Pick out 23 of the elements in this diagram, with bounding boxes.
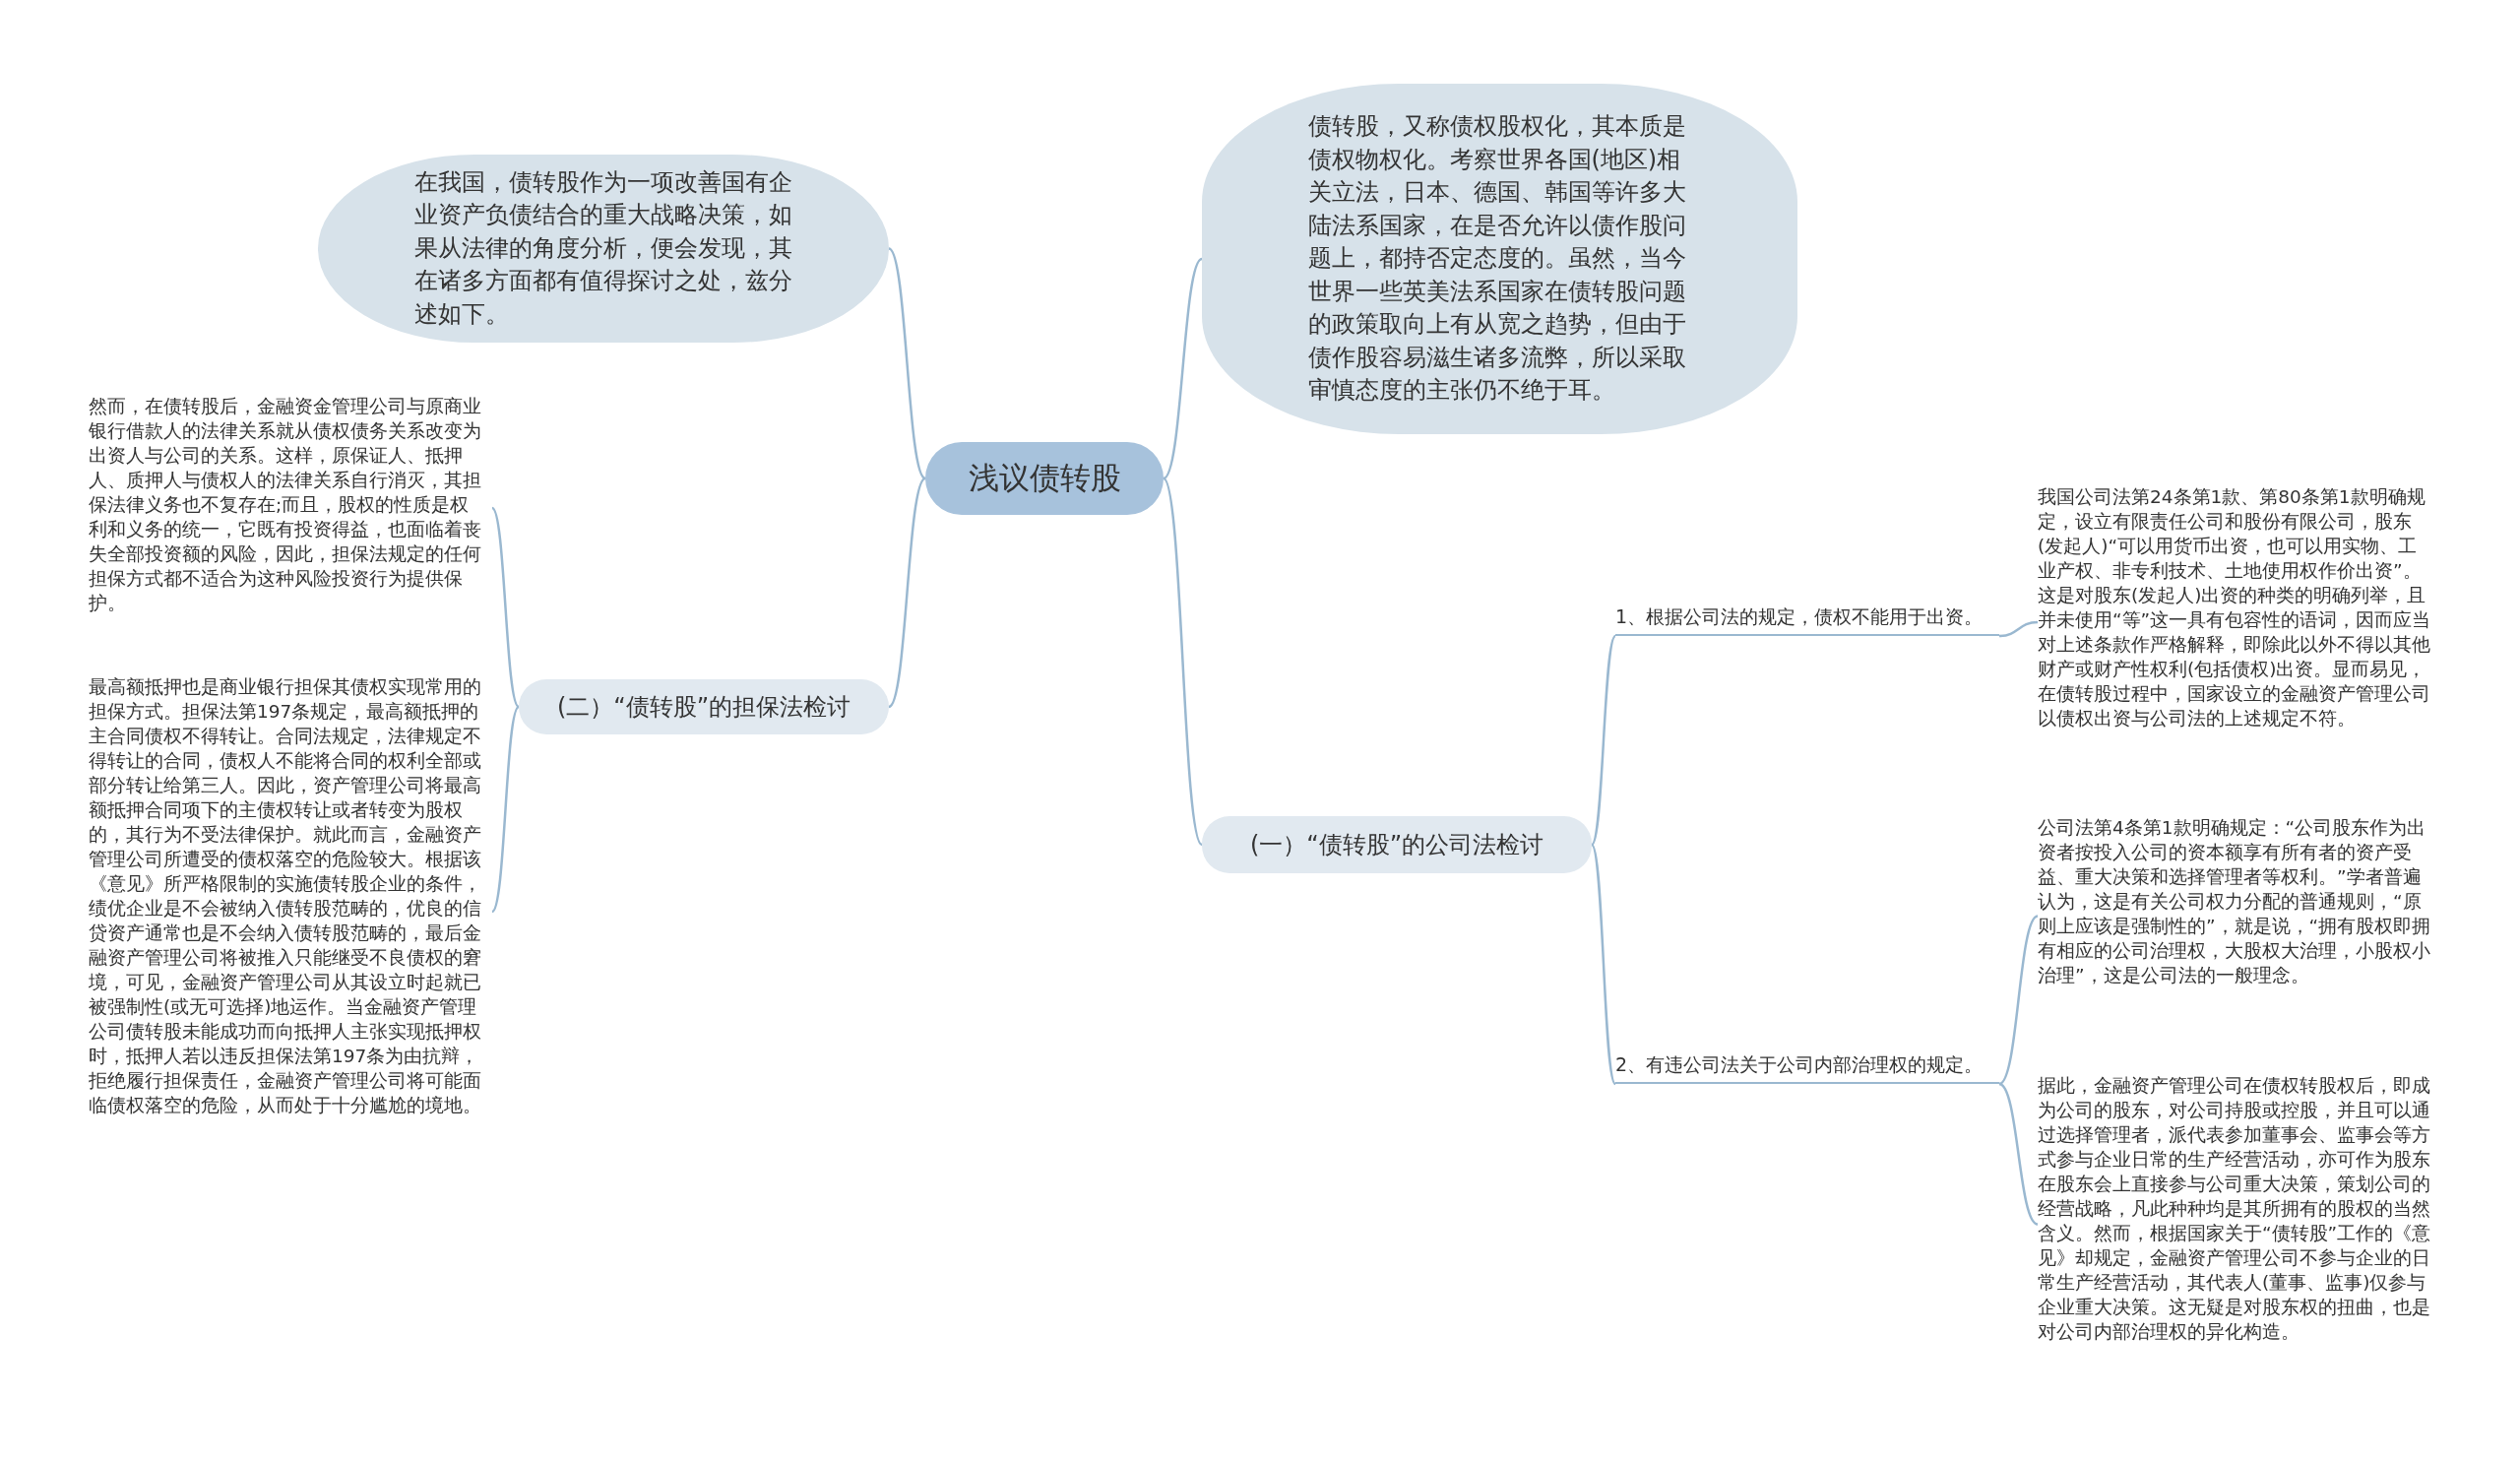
text-note: 我国公司法第24条第1款、第80条第1款明确规定，设立有限责任公司和股份有限公司，股东(发起人)“可以用货币出资，也可以用实物、工业产权、非专利技术、土地使用权作价出资”。这是对股东(发起人)出资的种类的明确列举，且并未使用“等”这一具有包容性的语词，因而应当对上述条款作严格解释，即除此以外不得以其他财产或财产性权利(包括债权)出资。显而易见，在债转股过程中，国家设立的金融资产管理公司以债权出资与公司法的上述规定不符。 — [2038, 484, 2443, 760]
connector-line — [1998, 1082, 2039, 1226]
branch-topic: (二）“债转股”的担保法检讨 — [519, 679, 889, 734]
connector-line — [1163, 258, 1203, 479]
connector-line — [1590, 844, 1617, 1085]
topic-bubble: 债转股，又称债权股权化，其本质是债权物权化。考察世界各国(地区)相关立法，日本、德国、韩国等许多大陆法系国家，在是否允许以债作股问题上，都持否定态度的。虽然，当今世界一些英美法系国家在债转股问题的政策取向上有从宽之趋势，但由于债作股容易滋生诸多流弊，所以采取审慎态度的主张仍不绝于耳。 — [1202, 84, 1797, 434]
topic-bubble: 在我国，债转股作为一项改善国有企业资产负债结合的重大战略决策，如果从法律的角度分析，便会发现，其在诸多方面都有值得探讨之处，兹分述如下。 — [318, 155, 889, 343]
connector-line — [1998, 915, 2039, 1085]
central-topic: 浅议债转股 — [925, 442, 1164, 515]
subtopic: 2、有违公司法关于公司内部治理权的规定。 — [1615, 1048, 1999, 1084]
subtopic: 1、根据公司法的规定，债权不能用于出资。 — [1615, 601, 1999, 636]
text-note: 公司法第4条第1款明确规定：“公司股东作为出资者按投入公司的资本额享有所有者的资产受益、重大决策和选择管理者等权利。”学者普遍认为，这是有关公司权力分配的普通规则，“原则上应该是强制性的”，就是说，“拥有股权即拥有相应的公司治理权，大股权大治理，小股权小治理”，这是公司法的一般理念。 — [2038, 815, 2443, 1017]
connector-line — [1162, 477, 1204, 846]
connector-line — [1590, 635, 1617, 846]
connector-line — [491, 706, 520, 913]
branch-topic: (一）“债转股”的公司法检讨 — [1202, 816, 1592, 873]
text-note: 最高额抵押也是商业银行担保其债权实现常用的担保方式。担保法第197条规定，最高额抵押的主合同债权不得转让。合同法规定，法律规定不得转让的合同，债权人不能将合同的权利全部或部分转让给第三人。因此，资产管理公司将最高额抵押合同项下的主债权转让或者转变为股权的，其行为不受法律保护。就此而言，金融资产管理公司所遭受的债权落空的危险较大。根据该《意见》所严格限制的实施债转股企业的条件，绩优企业是不会被纳入债转股范畴的，优良的信贷资产通常也是不会纳入债转股范畴的，最后金融资产管理公司将被推入只能继受不良债权的窘境，可见，金融资产管理公司从其设立时起就已被强制性(或无可选择)地运作。当金融资产管理公司债转股未能成功而向抵押人主张实现抵押权时，抵押人若以违反担保法第197条为由抗辩，拒绝履行担保责任，金融资产管理公司将可能面临债权落空的危险，从而处于十分尴尬的境地。 — [89, 674, 492, 1149]
text-note: 据此，金融资产管理公司在债权转股权后，即成为公司的股东，对公司持股或控股，并且可以通过选择管理者，派代表参加董事会、监事会等方式参与企业日常的生产经营活动，亦可作为股东在股东会上直接参与公司重大决策，策划公司的经营战略，凡此种种均是其所拥有的股权的当然含义。然而，根据国家关于“债转股”工作的《意见》却规定，金融资产管理公司不参与企业的日常生产经营活动，其代表人(董事、监事)仅参与企业重大决策。这无疑是对股东权的扭曲，也是对公司内部治理权的异化构造。 — [2038, 1073, 2443, 1375]
connector-line — [491, 507, 520, 708]
connector-line — [888, 247, 926, 479]
text-note: 然而，在债转股后，金融资金管理公司与原商业银行借款人的法律关系就从债权债务关系改变为出资人与公司的关系。这样，原保证人、抵押人、质押人与债权人的法律关系自行消灭，其担保法律义务也不复存在;而且，股权的性质是权利和义务的统一，它既有投资得益，也面临着丧失全部投资额的风险，因此，担保法规定的任何担保方式都不适合为这种风险投资行为提供保护。 — [89, 394, 492, 622]
connector-line — [1998, 620, 2039, 638]
connector-line — [888, 477, 926, 708]
